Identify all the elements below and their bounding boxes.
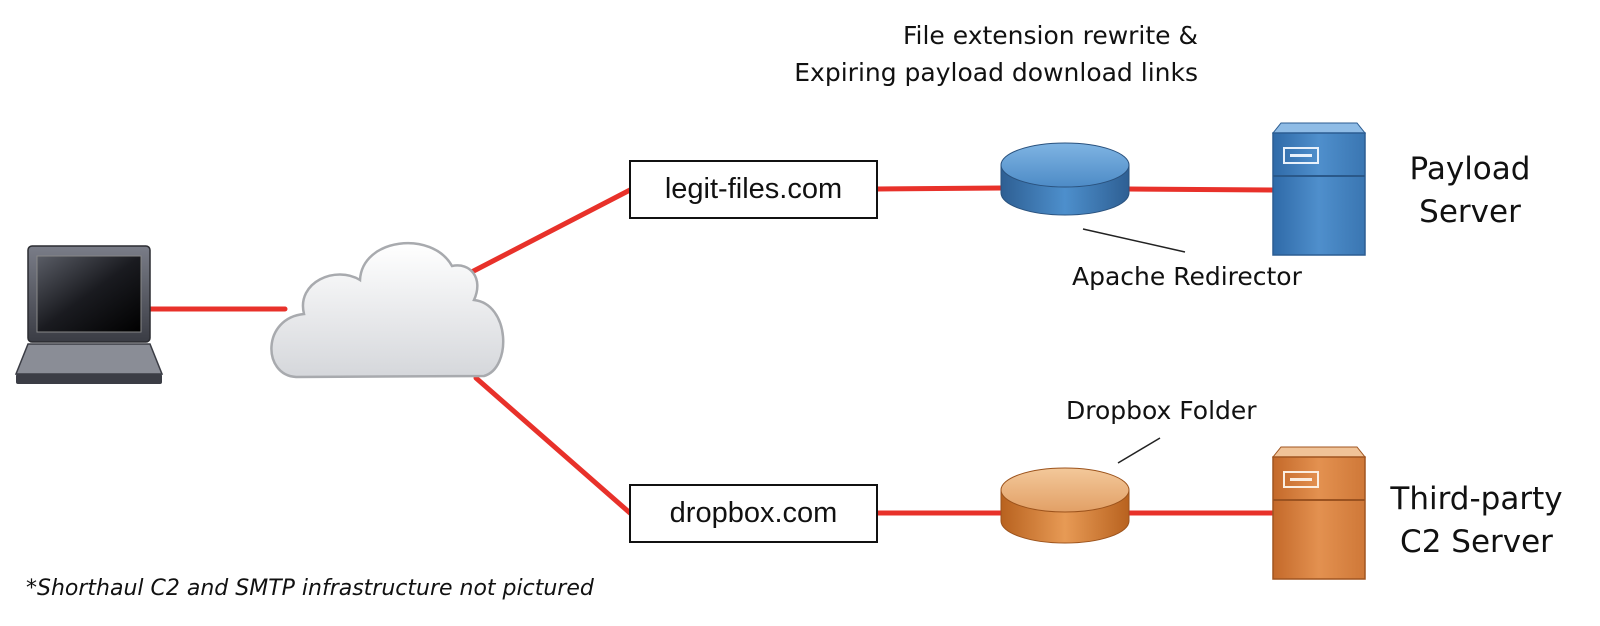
c2-server-label: Third-party C2 Server (1384, 478, 1569, 564)
connections (145, 185, 1277, 516)
apache-label-pointer (1082, 228, 1186, 253)
dropbox-folder-label: Dropbox Folder (1066, 396, 1257, 425)
footnote: *Shorthaul C2 and SMTP infrastructure no… (26, 576, 594, 601)
annotation-line-2: Expiring payload download links (794, 58, 1198, 87)
dropbox-domain-label: dropbox.com (669, 497, 838, 529)
link-cloud-legit (459, 187, 633, 280)
dropbox-folder-disk-icon (1000, 467, 1130, 544)
cloud-icon (270, 242, 505, 379)
annotation-text: File extension rewrite & Expiring payloa… (794, 17, 1198, 91)
payload-server-label-line-1: Payload (1409, 151, 1531, 187)
payload-server-icon (1271, 122, 1367, 256)
c2-server-label-line-2: C2 Server (1400, 524, 1553, 560)
c2-server-label-line-1: Third-party (1390, 481, 1563, 517)
link-apache-payload (1125, 186, 1277, 193)
payload-server-label: Payload Server (1400, 148, 1540, 234)
legit-files-domain-box: legit-files.com (629, 160, 878, 219)
dropbox-domain-box: dropbox.com (629, 484, 878, 543)
annotation-line-1: File extension rewrite & (902, 21, 1198, 50)
payload-server-label-line-2: Server (1419, 194, 1521, 230)
legit-files-domain-label: legit-files.com (664, 173, 843, 205)
laptop-icon (14, 245, 164, 384)
c2-server-icon (1271, 446, 1367, 580)
link-legit-apache (874, 185, 1005, 192)
link-cloud-dropbox (473, 375, 633, 516)
apache-redirector-label: Apache Redirector (1072, 262, 1302, 291)
apache-redirector-disk-icon (1000, 142, 1130, 216)
dropbox-folder-label-pointer (1117, 437, 1161, 464)
